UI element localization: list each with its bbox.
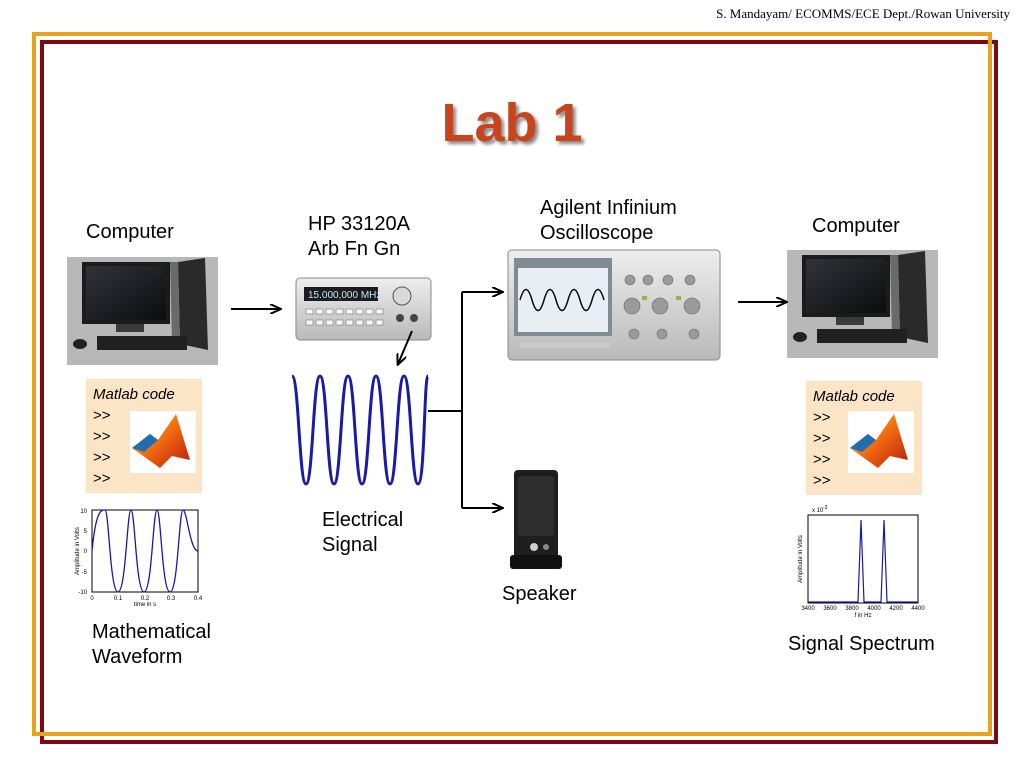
- x-tick-label: 4000: [867, 606, 881, 612]
- left-matlab-prompt: >>: [93, 407, 111, 424]
- author-credit: S. Mandayam/ ECOMMS/ECE Dept./Rowan Univ…: [716, 6, 1010, 21]
- x-tick-label: 3600: [823, 606, 837, 612]
- oscilloscope-label-line1: Agilent Infinium: [540, 197, 677, 219]
- math-waveform-plot: 10 5 0 -5 -10 0 0.1 0.2 0.3 0.4 time in …: [75, 509, 203, 608]
- function-generator-image: 15.000,000 MHz: [295, 277, 432, 341]
- spectrum-exponent: x 10: [812, 508, 824, 514]
- spectrum-exponent-power: -3: [823, 505, 828, 511]
- left-matlab-code-heading: Matlab code: [93, 386, 175, 403]
- right-matlab-prompt: >>: [813, 409, 831, 426]
- right-computer-label: Computer: [812, 215, 900, 237]
- signal-spectrum-plot: x 10 -3 3400 3600 3800 4000 4200 4400 f …: [798, 505, 925, 619]
- slide-frame-outer: [40, 40, 998, 744]
- x-tick-label: 0: [90, 596, 94, 602]
- math-waveform-curve: [91, 509, 199, 593]
- x-tick-label: 0.2: [141, 596, 150, 602]
- x-tick-label: 3800: [845, 606, 859, 612]
- x-tick-label: 0.1: [114, 596, 123, 602]
- spectrum-curve: [808, 519, 918, 603]
- x-tick-label: 3400: [801, 606, 815, 612]
- electrical-signal-label-line2: Signal: [322, 534, 378, 556]
- math-waveform-label: Mathematical Waveform: [92, 620, 211, 670]
- x-axis-label: f in Hz: [854, 613, 871, 619]
- y-tick-label: -10: [78, 590, 87, 596]
- right-matlab-logo: [848, 411, 914, 473]
- left-matlab-prompt: >>: [93, 428, 111, 445]
- electrical-signal-waveform: [290, 374, 430, 486]
- right-computer-image: [787, 250, 938, 358]
- y-axis-label: Amplitude in Volts: [798, 535, 804, 583]
- x-tick-label: 0.3: [167, 596, 176, 602]
- oscilloscope-label: Agilent Infinium Oscilloscope: [540, 196, 677, 246]
- left-matlab-prompt: >>: [93, 470, 111, 487]
- arrow-generator-to-signal: [398, 330, 413, 364]
- math-waveform-label-line1: Mathematical: [92, 621, 211, 643]
- left-matlab-prompt: >>: [93, 449, 111, 466]
- generator-label-line2: Arb Fn Gn: [308, 238, 401, 260]
- signal-spectrum-label: Signal Spectrum: [788, 633, 935, 655]
- left-computer-label: Computer: [86, 221, 174, 243]
- electrical-signal-label-line1: Electrical: [322, 509, 404, 531]
- x-tick-label: 4400: [911, 606, 925, 612]
- speaker-image: [510, 470, 562, 569]
- y-tick-label: -5: [82, 570, 88, 576]
- oscilloscope-label-line2: Oscilloscope: [540, 222, 654, 244]
- generator-display-text: 15.000,000 MHz: [308, 290, 381, 301]
- y-tick-label: 5: [84, 529, 88, 535]
- y-tick-label: 0: [84, 549, 88, 555]
- electrical-signal-label: Electrical Signal: [322, 508, 403, 558]
- y-tick-label: 10: [80, 509, 87, 515]
- slide-title: Lab 1: [441, 93, 583, 153]
- right-matlab-prompt: >>: [813, 430, 831, 447]
- x-tick-label: 0.4: [194, 596, 203, 602]
- slide-frame-inner: [32, 32, 992, 736]
- oscilloscope-image: [507, 249, 721, 361]
- speaker-label: Speaker: [502, 583, 577, 605]
- x-tick-label: 4200: [889, 606, 903, 612]
- right-matlab-code-heading: Matlab code: [813, 388, 895, 405]
- right-matlab-prompt: >>: [813, 451, 831, 468]
- left-computer-image: [67, 257, 218, 365]
- y-axis-label: Amplitude in Volts: [75, 527, 81, 575]
- left-matlab-logo: [130, 411, 196, 473]
- right-matlab-prompt: >>: [813, 472, 831, 489]
- x-axis-label: time in s: [134, 602, 156, 608]
- generator-label-line1: HP 33120A: [308, 213, 410, 235]
- math-waveform-label-line2: Waveform: [92, 646, 183, 668]
- generator-label: HP 33120A Arb Fn Gn: [308, 212, 410, 262]
